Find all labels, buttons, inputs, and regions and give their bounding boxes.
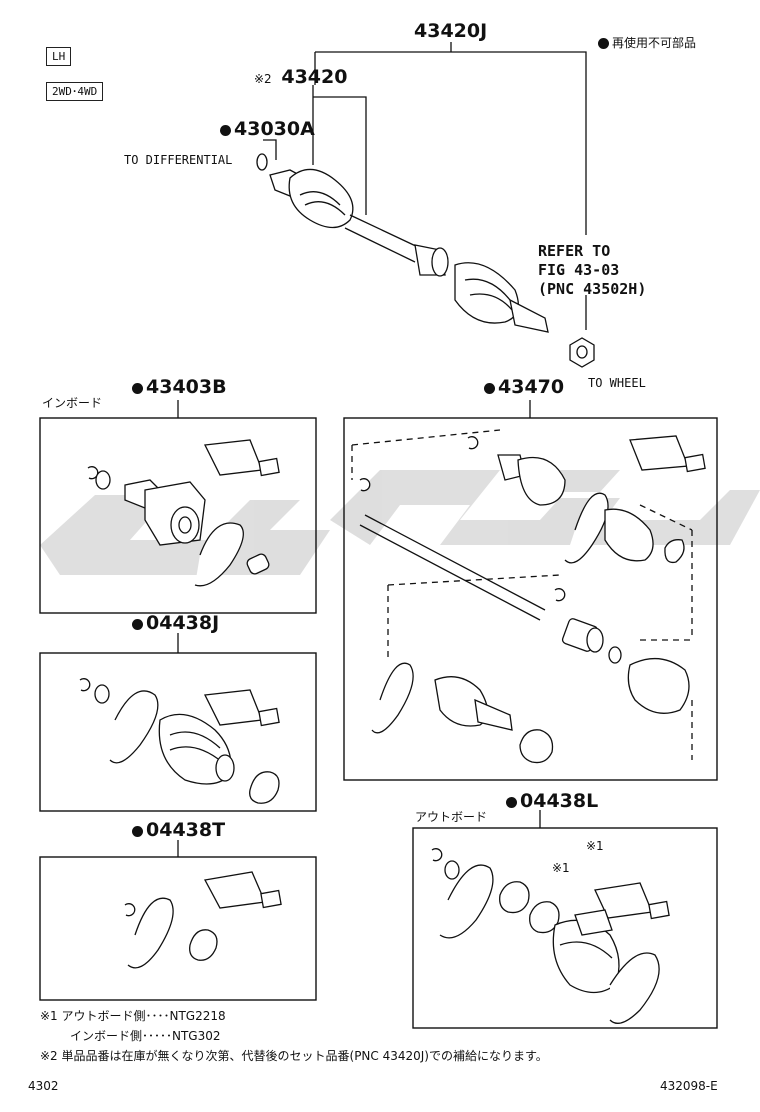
non-reusable-dot-icon: [132, 383, 143, 394]
note-1b: インボード側･････NTG302: [70, 1029, 221, 1043]
part-number-shaft[interactable]: ※2 43420: [254, 68, 347, 87]
inboard-label: インボード: [42, 396, 103, 410]
inboard-kit-parts: [87, 439, 280, 587]
inboard-kit-box: [39, 417, 317, 614]
non-reusable-dot-icon: [132, 826, 143, 837]
figure-code: 432098-E: [660, 1079, 718, 1093]
refer-line-1: REFER TO: [538, 242, 611, 260]
part-number-outboard-kit[interactable]: 43470: [484, 378, 564, 397]
part-number-inboard-kit[interactable]: 43403B: [132, 378, 227, 397]
part-number-shaft-label: 43420: [281, 66, 348, 88]
part-number-boot-kit-j-label: 04438J: [146, 612, 220, 634]
grease-mark-2: ※1: [552, 861, 570, 875]
drive-shaft-assembly: [256, 153, 595, 368]
outboard-kit-box: [343, 417, 718, 781]
part-number-boot-kit-t[interactable]: 04438T: [132, 821, 225, 840]
drive-tag: 2WD･4WD: [46, 82, 104, 102]
refer-line-3: (PNC 43502H): [538, 279, 647, 298]
to-wheel-label: TO WHEEL: [588, 376, 646, 390]
part-number-snap-ring[interactable]: 43030A: [220, 120, 315, 139]
non-reusable-dot-icon: [506, 797, 517, 808]
non-reusable-dot-icon: [220, 125, 231, 136]
boot-kit-t-parts: [124, 871, 282, 969]
side-tag: LH: [46, 47, 72, 67]
part-number-snap-ring-label: 43030A: [234, 118, 315, 140]
legend: 再使用不可部品: [598, 37, 696, 49]
shaft-mark: ※2: [254, 72, 272, 86]
boot-kit-l-parts: [431, 848, 670, 1024]
kit-boxes: [39, 417, 718, 1029]
outboard-label: アウトボード: [415, 810, 488, 824]
non-reusable-dot-icon: [484, 383, 495, 394]
part-number-assy[interactable]: 43420J: [414, 20, 488, 42]
boot-kit-l-box: [412, 827, 718, 1029]
boot-kit-j-parts: [79, 678, 280, 804]
refer-line-2: FIG 43-03: [538, 260, 620, 279]
to-differential-label: TO DIFFERENTIAL: [124, 153, 233, 167]
legend-text: 再使用不可部品: [612, 36, 697, 50]
part-number-inboard-kit-label: 43403B: [146, 376, 227, 398]
note-2: ※2 単品品番は在庫が無くなり次第、代替後のセット品番(PNC 43420J)で…: [40, 1049, 548, 1063]
grease-mark-1: ※1: [586, 839, 604, 853]
refer-note: REFER TO FIG 43-03 (PNC 43502H): [538, 242, 646, 298]
note-1a: ※1 アウトボード側････NTG2218: [40, 1009, 226, 1023]
part-number-boot-kit-t-label: 04438T: [146, 819, 226, 841]
part-number-boot-kit-j[interactable]: 04438J: [132, 614, 219, 633]
boot-kit-j-box: [39, 652, 317, 812]
page-number: 4302: [28, 1079, 59, 1093]
boot-kit-t-box: [39, 856, 317, 1001]
outboard-kit-parts: [351, 429, 706, 764]
part-number-boot-kit-l[interactable]: 04438L: [506, 792, 598, 811]
part-number-boot-kit-l-label: 04438L: [520, 790, 599, 812]
part-number-outboard-kit-label: 43470: [498, 376, 565, 398]
non-reusable-dot-icon: [132, 619, 143, 630]
non-reusable-dot-icon: [598, 38, 609, 49]
